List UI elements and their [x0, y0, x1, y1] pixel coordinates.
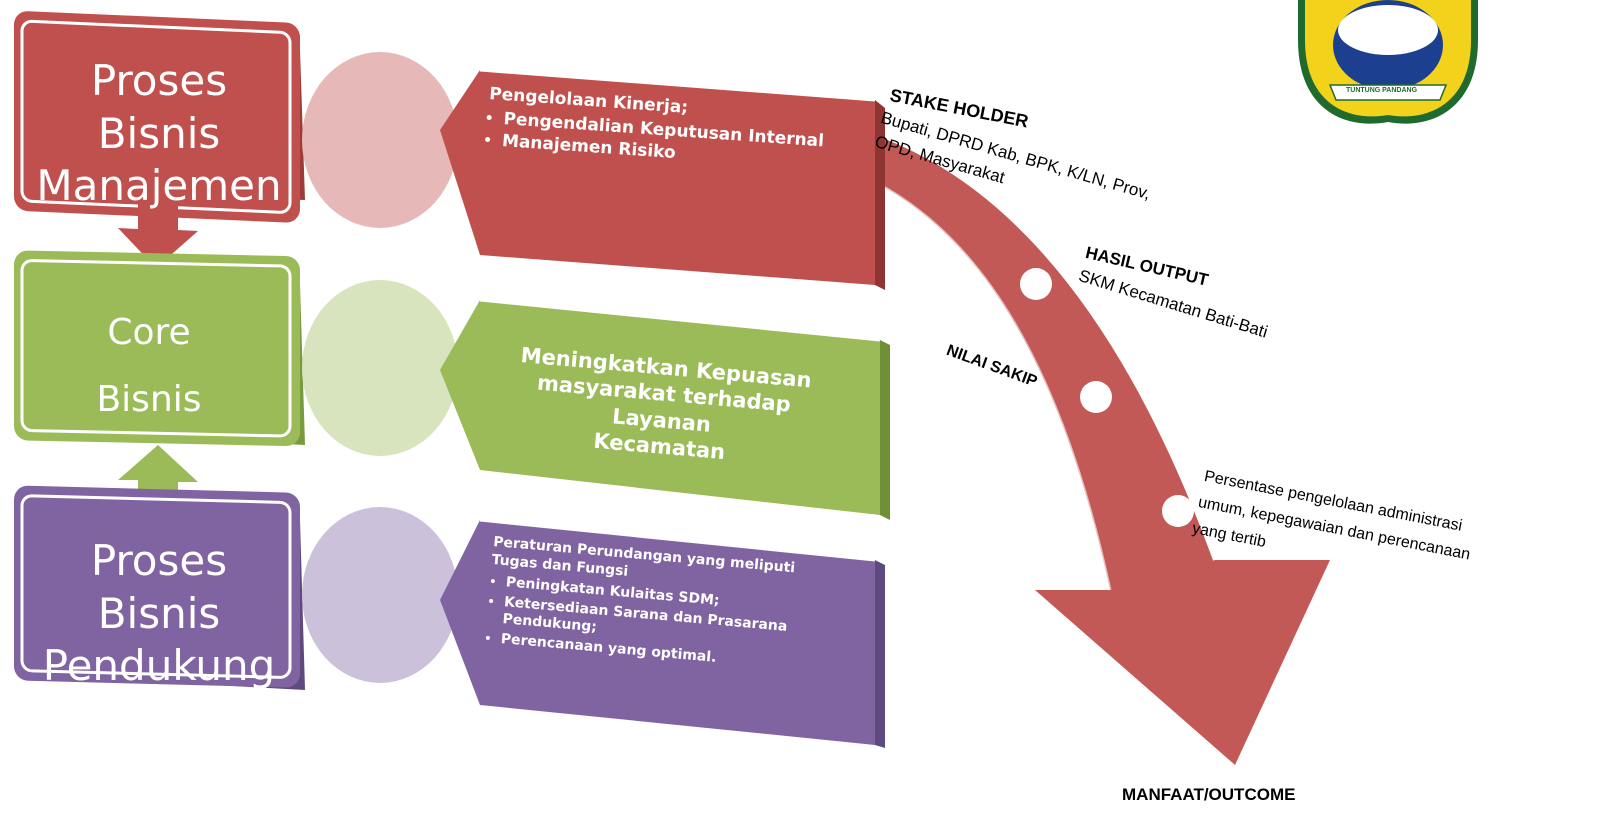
milestone-dot-sakip: [1080, 381, 1112, 413]
milestone-dot-hasil: [1020, 268, 1052, 300]
row-pendukung: [14, 485, 885, 748]
outcome-arrow: [879, 133, 1330, 765]
row-manajemen: [14, 11, 885, 290]
box-title-manajemen: Proses Bisnis Manajemen: [36, 56, 282, 210]
label-manfaat-outcome: MANFAAT/OUTCOME: [1122, 785, 1296, 804]
row-core: [14, 250, 890, 520]
arrow-down-icon: [118, 202, 198, 268]
emblem-logo: [1298, 0, 1478, 124]
logo-banner-text: TUNTUNG PANDANG: [1346, 87, 1418, 94]
box-title-core: Core Bisnis: [96, 312, 202, 420]
box-title-pendukung: Proses Bisnis Pendukung: [42, 536, 276, 690]
milestone-dot-persentase: [1162, 495, 1194, 527]
